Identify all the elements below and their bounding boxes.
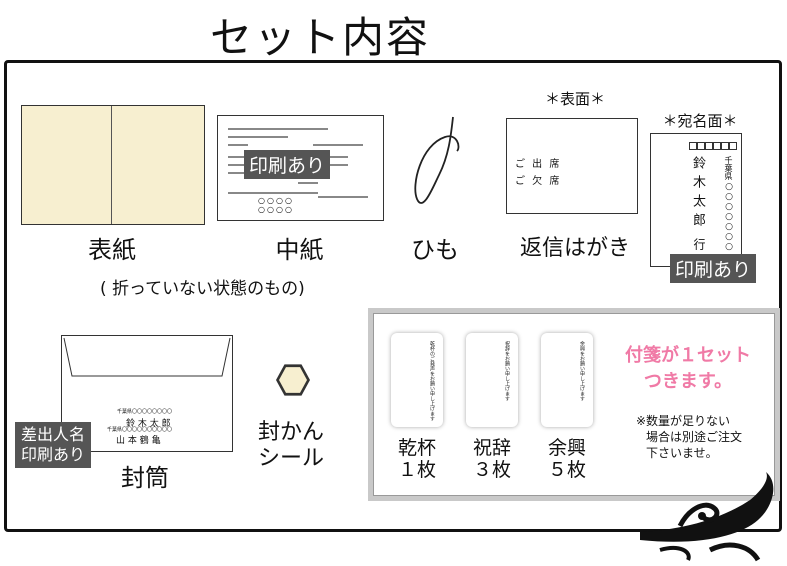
tag-yokyo-caption: 余興 ５枚 xyxy=(547,437,586,481)
envelope-sender-addr: 千葉県〇〇〇〇〇〇〇〇 xyxy=(117,409,173,415)
address-side-caption: ＊宛名面＊ xyxy=(662,112,738,130)
envelope-sender-name2: 山 本 鶴 亀 xyxy=(116,436,161,446)
reply-card-illustration: ご 出 席 ご 欠 席 xyxy=(506,118,638,214)
address-prefecture: 千葉県 xyxy=(724,156,733,180)
tags-order-notice: ※数量が足りない 場合は別途ご注文 下さいませ。 xyxy=(636,414,743,460)
envelope-sender-name: 鈴 木 太 郎 xyxy=(126,419,171,429)
reply-front-caption: ＊表面＊ xyxy=(544,90,605,108)
tag-kanpai-caption: 乾杯 １枚 xyxy=(397,437,436,481)
insert-label: 中紙 xyxy=(275,236,324,264)
cover-illustration xyxy=(21,105,205,225)
address-honorific: 行 xyxy=(692,238,706,250)
reply-attend-line: ご 出 席 xyxy=(515,159,562,170)
envelope-printed-badge: 差出人名 印刷あり xyxy=(15,422,92,468)
cover-note: ( 折っていない状態のもの) xyxy=(100,279,305,299)
envelope-illustration: 千葉県〇〇〇〇〇〇〇〇 鈴 木 太 郎 千葉県〇〇〇〇〇〇〇〇〇〇 山 本 鶴 … xyxy=(61,335,233,452)
tag-card-kanpai: 乾杯のご発声をお願い申し上げます xyxy=(391,333,443,427)
seal-label: 封かん シール xyxy=(258,420,325,471)
insert-printed-badge: 印刷あり xyxy=(244,150,331,179)
envelope-label: 封筒 xyxy=(121,464,169,492)
content-frame xyxy=(4,60,782,532)
tags-panel: 乾杯のご発声をお願い申し上げます 祝辞をお願い申し上げます 余興をお願い申し上げ… xyxy=(368,308,780,501)
string-icon xyxy=(414,116,460,204)
address-side-illustration: 鈴木太郎 行 千葉県 ○○○○○○○ xyxy=(650,133,742,267)
tag-card-yokyo: 余興をお願い申し上げます xyxy=(541,333,593,427)
reply-card-label: 返信はがき xyxy=(519,236,630,261)
tag-shukuji-caption: 祝辞 ３枚 xyxy=(472,437,511,481)
ornament-icon xyxy=(640,472,774,562)
address-printed-badge: 印刷あり xyxy=(670,254,757,283)
string-label: ひも xyxy=(411,236,459,264)
tag-card-shukuji: 祝辞をお願い申し上げます xyxy=(466,333,518,427)
tags-set-notice: 付箋が１セット つきます。 xyxy=(625,345,751,392)
cover-label: 表紙 xyxy=(88,236,136,264)
address-recipient: 鈴木太郎 xyxy=(690,156,705,232)
reply-absent-line: ご 欠 席 xyxy=(515,176,562,187)
page-title: セット内容 xyxy=(209,13,430,62)
envelope-sender-addr2: 千葉県〇〇〇〇〇〇〇〇〇〇 xyxy=(107,427,173,433)
